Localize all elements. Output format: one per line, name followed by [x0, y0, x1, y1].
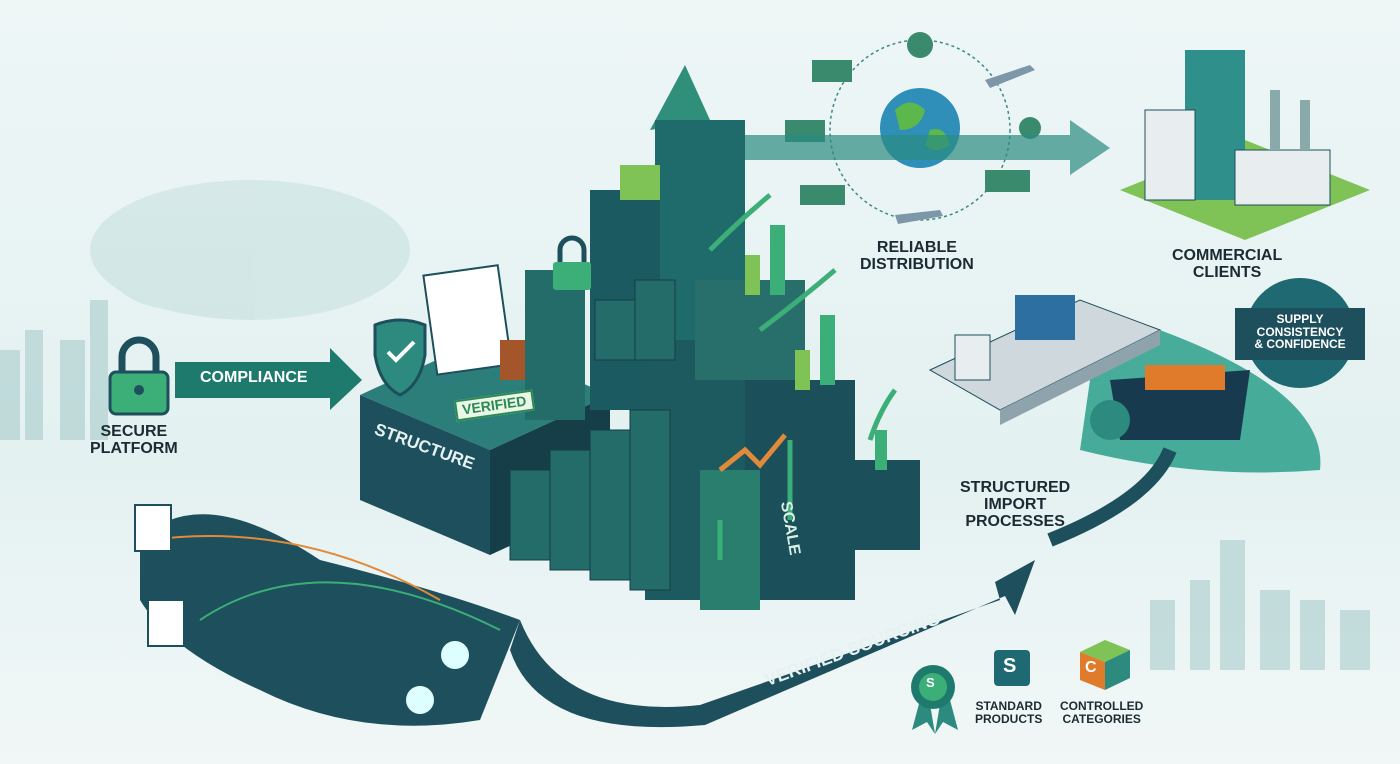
commercial-clients-buildings: [1120, 50, 1370, 240]
label-line: PROCESSES: [965, 512, 1065, 530]
ribbon-icon: [911, 665, 958, 734]
controlled-categories-cube: [1080, 640, 1130, 690]
label-line: SUPPLY: [1276, 312, 1324, 326]
city-skyline-left: [0, 300, 108, 440]
import-arrow: [1047, 447, 1177, 547]
train-icon: [800, 185, 845, 205]
standard-icon-letter: S: [1003, 655, 1017, 677]
magnifier-icon: [402, 682, 438, 718]
padlock-small-icon: [557, 235, 587, 265]
globe-small-icon: [907, 32, 933, 58]
standard-products-label: STANDARD PRODUCTS: [975, 700, 1042, 725]
supply-consistency-badge-text: SUPPLY CONSISTENCY & CONFIDENCE: [1238, 313, 1362, 351]
padlock-icon: [108, 336, 170, 416]
controlled-icon-letter: C: [1085, 659, 1097, 676]
label-line: & CONFIDENCE: [1254, 337, 1346, 352]
label-line: SECURE: [100, 423, 168, 440]
city-skyline-right: [1150, 540, 1370, 670]
commercial-clients-label: COMMERCIAL CLIENTS: [1172, 247, 1283, 282]
label-line: PRODUCTS: [975, 711, 1043, 726]
world-map-background: [90, 180, 410, 320]
distribution-network: [829, 39, 1011, 221]
buildings: [509, 65, 920, 610]
sourcing-map: [134, 504, 520, 726]
label-line: PLATFORM: [90, 439, 178, 457]
supply-badge: [1235, 278, 1365, 388]
ribbon-letter: S: [926, 675, 935, 690]
padlock-small-icon-body: [553, 262, 591, 290]
label-line: DISTRIBUTION: [860, 255, 974, 273]
label-line: STRUCTURED: [960, 479, 1071, 496]
compliance-arrow: [175, 348, 362, 410]
stairs: [509, 279, 676, 591]
factory-icon: [1234, 149, 1331, 206]
certificate-icon: [134, 504, 172, 552]
secure-platform-label: SECURE PLATFORM: [90, 423, 178, 458]
label-line: CONSISTENCY: [1256, 324, 1344, 339]
controlled-categories-label: CONTROLLED CATEGORIES: [1060, 700, 1143, 725]
document-icon: [422, 264, 513, 376]
label-line: IMPORT: [984, 495, 1047, 513]
verified-sourcing-arrow: [510, 560, 1035, 728]
airplane-icon: [985, 65, 1035, 88]
label-line: CONTROLLED: [1060, 699, 1144, 713]
label-line: CATEGORIES: [1062, 711, 1141, 726]
distribution-arrow: [745, 120, 1110, 175]
compliance-label: COMPLIANCE: [200, 369, 308, 386]
label-line: CLIENTS: [1192, 263, 1262, 281]
label-line: RELIABLE: [876, 239, 957, 256]
drone-icon: [1019, 117, 1041, 139]
truck-icon: [812, 60, 852, 82]
airplane-icon: [895, 210, 943, 224]
kiosk-icon: [954, 334, 991, 381]
label-line: COMMERCIAL: [1172, 247, 1283, 264]
growth-arrows: [708, 193, 898, 560]
reliable-distribution-label: RELIABLE DISTRIBUTION: [860, 239, 974, 274]
standard-products-icon: [994, 650, 1030, 686]
certificate-icon: [147, 599, 185, 647]
import-port: [928, 295, 1321, 547]
token-icon: [1090, 400, 1130, 440]
magnifier-icon: [437, 637, 473, 673]
structured-import-label: STRUCTURED IMPORT PROCESSES: [960, 479, 1071, 530]
container-icon: [1015, 295, 1075, 340]
truck-icon: [985, 170, 1030, 192]
label-line: STANDARD: [975, 699, 1042, 713]
